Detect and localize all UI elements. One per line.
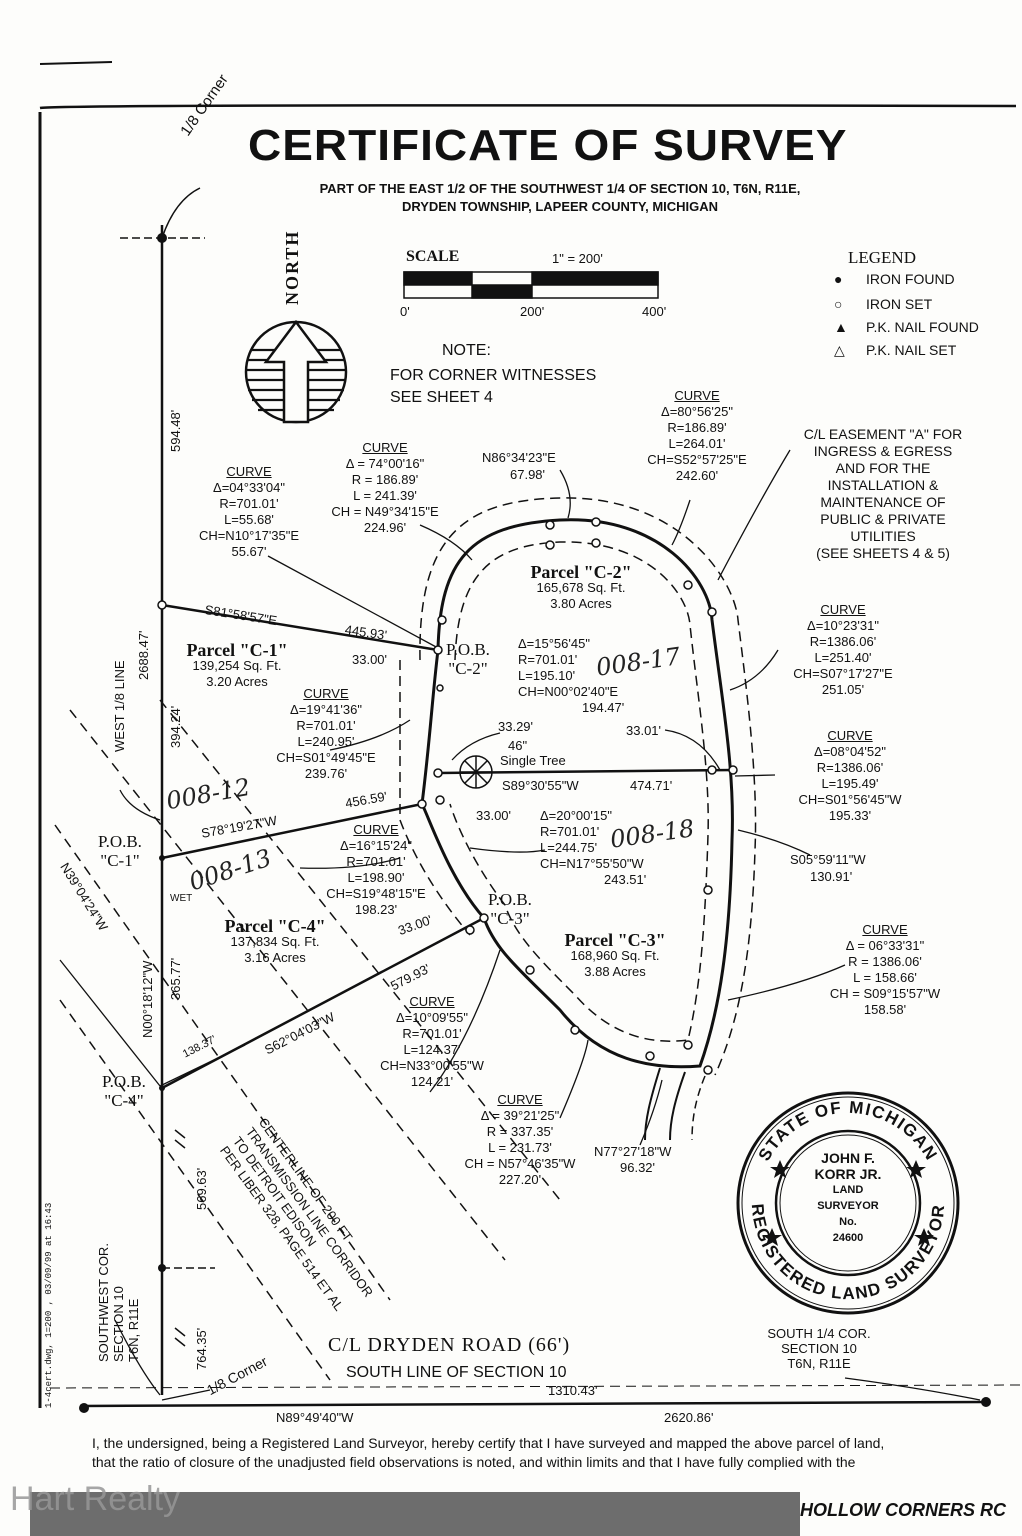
dist-2688: 2688.47': [136, 630, 151, 680]
parcel-c1: Parcel "C-1"139,254 Sq. Ft.3.20 Acres: [186, 640, 288, 689]
dist-474: 474.71': [630, 778, 673, 793]
tree-size: 46": [508, 738, 528, 753]
dist-33-01: 33.01': [626, 723, 662, 738]
scale-tick-400: 400': [642, 304, 667, 319]
parcel-c4: Parcel "C-4"137,834 Sq. Ft.3.16 Acres: [224, 916, 326, 965]
dist-394: 394.24': [168, 705, 183, 748]
dist-1310: 1310.43': [548, 1383, 598, 1398]
drawing-filename: 1-4cert.dwg, 1=200 , 03/09/99 at 16:43: [44, 1202, 54, 1408]
dist-2620: 2620.86': [664, 1410, 714, 1425]
curve-5: Δ=15°56'45"R=701.01'L=195.10'CH=N00°02'4…: [518, 636, 625, 715]
pk-nail-found-icon: ▲: [834, 319, 848, 335]
bearing-n89: N89°49'40"W: [276, 1410, 354, 1425]
subtitle-line-2: DRYDEN TOWNSHIP, LAPEER COUNTY, MICHIGAN: [401, 199, 719, 214]
pob-c4: P.O.B."C-4": [102, 1072, 146, 1110]
dist-764: 764.35': [194, 1327, 209, 1370]
dist-33-a: 33.00': [352, 652, 388, 667]
bearing-n86: N86°34'23"E: [482, 450, 556, 465]
page-subtitle: PART OF THE EAST 1/2 OF THE SOUTHWEST 1/…: [180, 180, 940, 216]
bearing-n77: N77°27'18"W: [594, 1144, 672, 1159]
bottom-road-label: HOLLOW CORNERS RC: [800, 1500, 1006, 1520]
bearing-n00: N00°18'12"W: [140, 960, 155, 1038]
note-line-2: FOR CORNER WITNESSES: [390, 367, 597, 384]
legend-pk-nail-found: ▲P.K. NAIL FOUND: [834, 319, 979, 335]
bearing-s89: S89°30'55"W: [502, 778, 579, 793]
legend-iron-found: ●IRON FOUND: [834, 271, 955, 287]
scale-ratio: 1" = 200': [552, 251, 603, 266]
north-label: NORTH: [282, 229, 302, 305]
dist-33-29: 33.29': [498, 719, 534, 734]
dist-96: 96.32': [620, 1160, 656, 1175]
scale-title: SCALE: [406, 248, 460, 265]
legend-pk-nail-set: △P.K. NAIL SET: [834, 342, 957, 358]
certification-text: I, the undersigned, being a Registered L…: [92, 1435, 885, 1470]
dist-594: 594.48': [168, 409, 183, 452]
curve-8: Δ=20°00'15"R=701.01'L=244.75'CH=N17°55'5…: [540, 808, 647, 887]
legend-title: LEGEND: [848, 248, 916, 267]
dist-33-b: 33.00': [476, 808, 512, 823]
pob-c1: P.O.B."C-1": [98, 832, 142, 870]
pk-nail-set-icon: △: [834, 342, 845, 358]
west-line-label: WEST 1/8 LINE: [112, 660, 127, 752]
iron-set-icon: ○: [834, 296, 843, 312]
watermark: Hart Realty: [10, 1480, 181, 1518]
dist-130: 130.91': [810, 869, 853, 884]
parcel-c2: Parcel "C-2"165,678 Sq. Ft.3.80 Acres: [530, 562, 632, 611]
note-line-3: SEE SHEET 4: [390, 389, 493, 406]
wet-label: WET: [170, 893, 193, 904]
iron-found-icon: ●: [834, 271, 843, 287]
legend-iron-set: ○IRON SET: [834, 296, 933, 312]
seal-center: JOHN F. KORR JR. LAND SURVEYOR No. 24600: [814, 1150, 882, 1244]
south-line-label: SOUTH LINE OF SECTION 10: [346, 1364, 567, 1381]
page-title: CERTIFICATE OF SURVEY: [248, 120, 848, 170]
note-title: NOTE:: [442, 342, 491, 359]
bottom-scan-strip: [30, 1492, 800, 1536]
dist-365: 365.77': [168, 957, 183, 1000]
pob-c3: P.O.B."C-3": [488, 890, 532, 928]
scale-tick-200: 200': [520, 304, 545, 319]
bearing-s05: S05°59'11"W: [790, 852, 866, 867]
road-name: C/L DRYDEN ROAD (66'): [328, 1334, 571, 1356]
dist-67: 67.98': [510, 467, 546, 482]
scale-tick-0: 0': [400, 304, 410, 319]
parcel-c3: Parcel "C-3"168,960 Sq. Ft.3.88 Acres: [564, 930, 666, 979]
pob-c2: P.O.B."C-2": [446, 640, 490, 678]
subtitle-line-1: PART OF THE EAST 1/2 OF THE SOUTHWEST 1/…: [319, 181, 801, 196]
dist-569: 569.63': [194, 1167, 209, 1210]
tree-label: Single Tree: [500, 753, 566, 768]
